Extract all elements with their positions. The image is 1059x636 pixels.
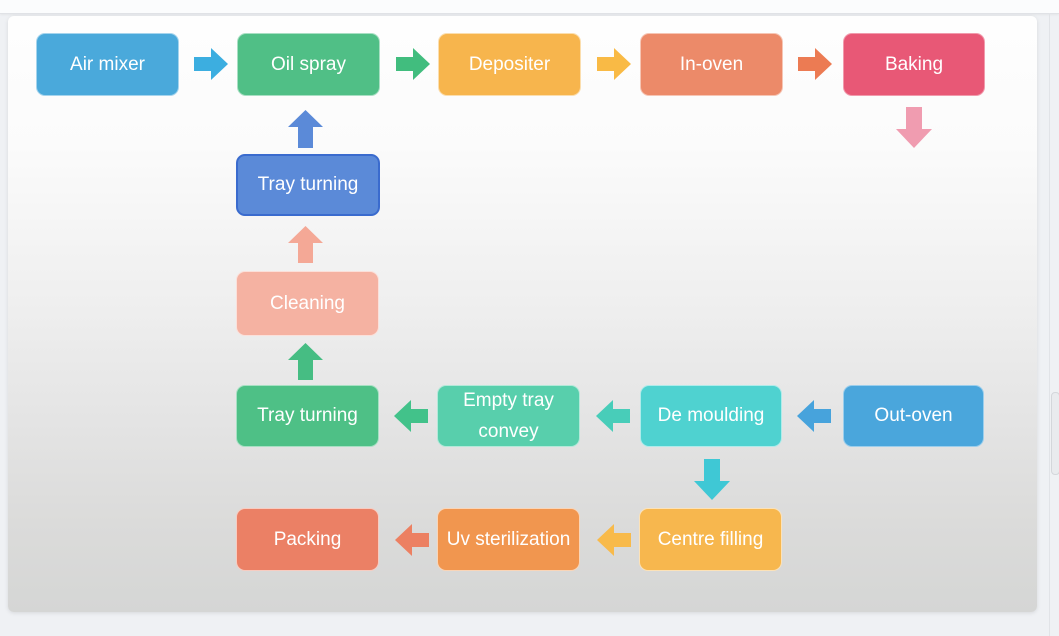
node-label: In-oven — [679, 53, 744, 75]
node-label: Packing — [273, 528, 342, 550]
arrow-oil-spray-to-depositer-icon — [396, 48, 430, 80]
node-oil-spray: Oil spray — [237, 33, 380, 96]
node-packing: Packing — [236, 508, 379, 571]
node-out-oven: Out-oven — [843, 385, 984, 447]
node-cleaning: Cleaning — [236, 271, 379, 336]
node-label: Oil spray — [271, 53, 346, 75]
node-label: Cleaning — [270, 292, 345, 314]
node-label: Out-oven — [874, 405, 953, 426]
arrow-tray-turning-to-cleaning-icon — [288, 343, 323, 380]
node-de-moulding: De moulding — [640, 385, 782, 447]
arrow-in-oven-to-baking-icon — [798, 48, 832, 80]
node-label: Air mixer — [70, 53, 145, 75]
node-label: Baking — [884, 53, 944, 75]
node-label: Centre filling — [657, 528, 764, 550]
arrow-cleaning-to-tray-turning-icon — [288, 226, 323, 263]
node-in-oven: In-oven — [640, 33, 783, 96]
scrollbar-thumb[interactable] — [1051, 392, 1059, 475]
node-label: Empty tray convey — [463, 390, 554, 442]
arrow-de-moulding-to-centre-filling-icon — [694, 459, 730, 500]
node-air-mixer: Air mixer — [36, 33, 179, 96]
arrow-uv-to-packing-icon — [395, 524, 429, 556]
arrow-out-oven-to-de-moulding-icon — [797, 400, 831, 432]
arrow-centre-filling-to-uv-icon — [597, 524, 631, 556]
arrow-baking-down-icon — [896, 107, 932, 148]
node-uv-sterilization: Uv sterilization — [437, 508, 580, 571]
top-strip — [0, 0, 1059, 14]
node-tray-turning-upper: Tray turning — [236, 154, 380, 216]
node-label: De moulding — [657, 405, 765, 426]
node-baking: Baking — [843, 33, 985, 96]
node-label: Depositer — [468, 53, 551, 75]
node-centre-filling: Centre filling — [639, 508, 782, 571]
node-tray-turning-lower: Tray turning — [236, 385, 379, 447]
node-depositer: Depositer — [438, 33, 581, 96]
arrow-tray-turning-to-oil-spray-icon — [288, 110, 323, 148]
node-empty-tray-convey: Empty tray convey — [437, 385, 580, 447]
arrow-empty-tray-to-tray-turning-icon — [394, 400, 428, 432]
node-label: Tray turning — [257, 174, 359, 195]
arrow-de-moulding-to-empty-tray-icon — [596, 400, 630, 432]
arrow-depositer-to-in-oven-icon — [597, 48, 631, 80]
right-divider — [1049, 13, 1050, 636]
arrow-air-mixer-to-oil-spray-icon — [194, 48, 228, 80]
node-label: Uv sterilization — [446, 528, 571, 550]
node-label: Tray turning — [257, 405, 358, 426]
